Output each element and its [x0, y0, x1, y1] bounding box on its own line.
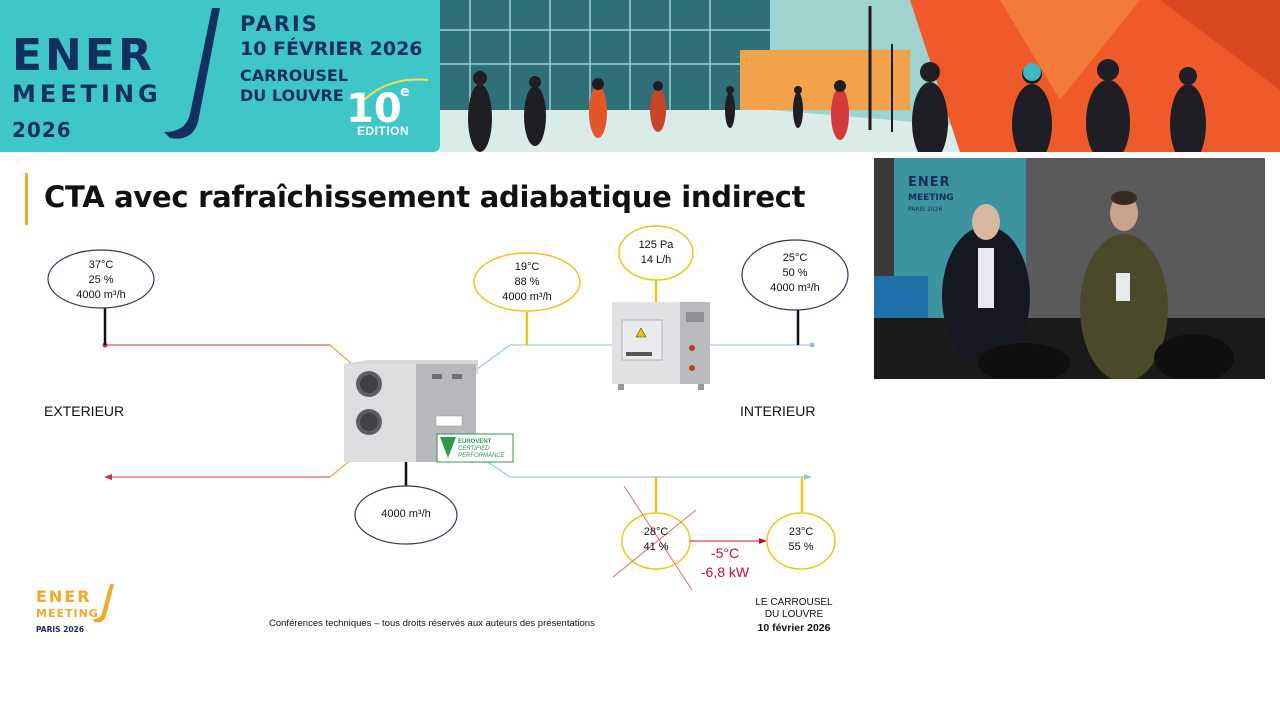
event-venue-line-2: DU LOUVRE — [240, 86, 344, 105]
exhaust-flow-values: 4000 m³/h — [366, 507, 446, 522]
footer-copyright: Conférences techniques – tous droits rés… — [269, 618, 595, 629]
outdoor-air-bubble — [47, 249, 155, 309]
footer-venue: LE CARROUSEL DU LOUVRE 10 février 2026 — [740, 597, 848, 634]
supply-humidity: 50 % — [782, 267, 808, 279]
speaker-2 — [1080, 234, 1168, 379]
extract-before-temperature: 28°C — [643, 526, 669, 538]
svg-text:EUROVENT: EUROVENT — [458, 439, 492, 445]
label-interieur: INTERIEUR — [740, 403, 816, 419]
outdoor-humidity: 25 % — [88, 274, 114, 286]
slide-title: CTA avec rafraîchissement adiabatique in… — [44, 180, 806, 214]
svg-text:ENER: ENER — [36, 587, 92, 606]
exhaust-flow-bubble — [354, 485, 458, 545]
outdoor-air-values: 37°C 25 % 4000 m³/h — [61, 258, 141, 303]
cooler-bubble — [618, 225, 694, 281]
brand-year: 2026 — [12, 118, 72, 142]
extract-arrow-icon — [804, 474, 812, 480]
edition-suffix: e — [400, 84, 410, 100]
cooling-delta: -5°C -6,8 kW — [690, 544, 760, 582]
backdrop-city: PARIS 2026 — [908, 206, 942, 213]
footer-venue-line-1: LE CARROUSEL — [755, 597, 833, 608]
label-exterieur: EXTERIEUR — [44, 403, 125, 419]
extract-before-values: 28°C 41 % — [626, 525, 686, 555]
after-exchanger-bubble — [473, 252, 581, 312]
footer-venue-line-2: DU LOUVRE — [764, 609, 824, 620]
footer-j-logo-icon — [93, 584, 114, 623]
edition-badge-icon: 10 e — [346, 78, 429, 132]
event-banner: ENER MEETING 2026 PARIS 10 FÉVRIER 2026 … — [0, 0, 1280, 152]
eurovent-certified-badge: EUROVENT CERTIFIED PERFORMANCE — [436, 433, 514, 463]
backdrop-brand-bottom: MEETING — [908, 193, 954, 203]
supply-airflow: 4000 m³/h — [770, 282, 820, 294]
outdoor-airflow: 4000 m³/h — [76, 289, 126, 301]
edition-number: 10 — [346, 86, 402, 132]
strike-line-2 — [612, 509, 697, 578]
footer-logo: ENER MEETING PARIS 2026 — [36, 584, 114, 634]
cooler-pressure: 125 Pa — [638, 239, 674, 251]
title-accent-bar — [25, 173, 28, 225]
extract-after-temperature: 23°C — [788, 526, 814, 538]
speaker-camera-feed: ENER MEETING PARIS 2026 — [874, 158, 1265, 379]
delta-arrow-icon — [759, 538, 767, 544]
after-exchanger-temperature: 19°C — [514, 261, 540, 273]
exhaust-airflow: 4000 m³/h — [381, 508, 431, 520]
banner-brand-panel: ENER MEETING 2026 PARIS 10 FÉVRIER 2026 … — [0, 0, 440, 152]
brand-name-top: ENER — [12, 30, 155, 81]
extract-before-humidity: 41 % — [643, 541, 669, 553]
backdrop-brand-top: ENER — [908, 175, 951, 190]
outdoor-temperature: 37°C — [88, 259, 114, 271]
svg-text:PARIS 2026: PARIS 2026 — [36, 625, 84, 634]
footer-date: 10 février 2026 — [757, 622, 831, 634]
event-date: 10 FÉVRIER 2026 — [240, 38, 423, 60]
supply-air-bubble — [741, 239, 849, 311]
adiabatic-cooler-icon — [612, 302, 710, 390]
presentation-slide: CTA avec rafraîchissement adiabatique in… — [0, 152, 858, 642]
delta-power: -6,8 kW — [700, 564, 750, 580]
svg-text:MEETING: MEETING — [36, 607, 99, 620]
supply-from-ahu-line — [475, 344, 511, 371]
svg-text:CERTIFIED: CERTIFIED — [458, 446, 490, 452]
brand-j-logo-icon — [164, 8, 220, 139]
ahu-diagram: EUROVENT CERTIFIED PERFORMANCE — [47, 225, 849, 591]
cooler-values: 125 Pa 14 L/h — [621, 238, 691, 268]
after-exchanger-values: 19°C 88 % 4000 m³/h — [487, 260, 567, 305]
supply-air-values: 25°C 50 % 4000 m³/h — [755, 251, 835, 296]
supply-temperature: 25°C — [782, 252, 808, 264]
edition-label: EDITION — [357, 124, 410, 138]
delta-temperature: -5°C — [710, 545, 740, 561]
cooler-water-flow: 14 L/h — [640, 254, 672, 266]
exhaust-arrow-icon — [104, 474, 112, 480]
supply-air-point — [809, 342, 815, 348]
after-exchanger-airflow: 4000 m³/h — [502, 291, 552, 303]
brand-name-bottom: MEETING — [12, 80, 162, 108]
after-exchanger-humidity: 88 % — [514, 276, 540, 288]
strike-line-1 — [623, 485, 693, 591]
event-city: PARIS — [240, 12, 319, 36]
extract-after-values: 23°C 55 % — [771, 525, 831, 555]
extract-after-humidity: 55 % — [788, 541, 814, 553]
event-venue-line-1: CARROUSEL — [240, 66, 349, 85]
outdoor-air-inlet-line — [329, 344, 353, 365]
banner-illustration — [440, 0, 1280, 152]
svg-text:PERFORMANCE: PERFORMANCE — [458, 453, 506, 459]
